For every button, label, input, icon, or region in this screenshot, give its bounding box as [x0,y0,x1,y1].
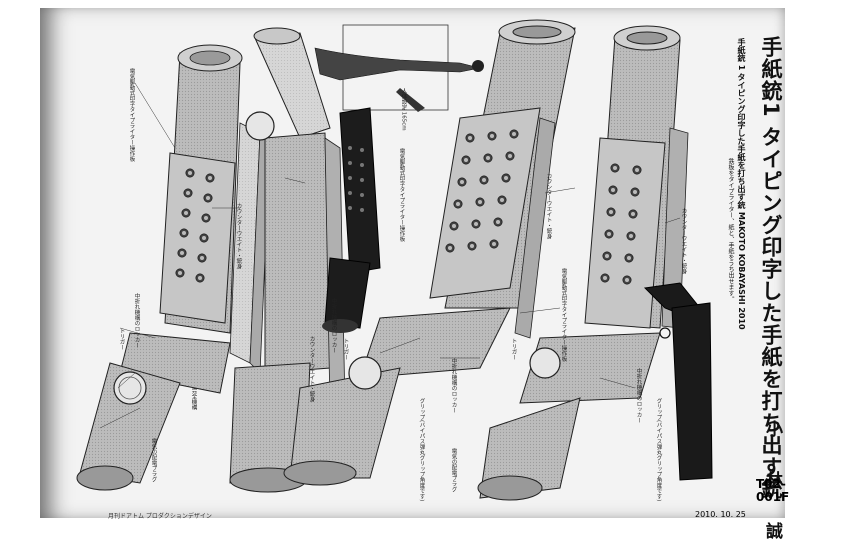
callout-label: 電気駆動式印字タイプライター操作板 [398,148,405,242]
page-title: 手紙銃1 タイピング印字した手紙を打ち出す銃 [759,36,783,500]
footer-credit: 月刊ドアトム プロダクションデザイン [108,513,212,520]
callout-label: 中折れ機構のロッカー [635,368,642,423]
callout-label: カウンターウエイト・銃身 [308,336,315,402]
gun-illustrations [76,19,713,501]
callout-label: 電気駆動式印字タイプライター操作板 [128,68,135,162]
callout-label: 完全機構 [190,388,197,410]
page-subtitle: 手紙銃 1 タイピング印字した手紙を打ち出す銃 MAKOTO KOBAYASHI… [737,38,746,330]
callout-label: トリガー [510,338,517,360]
catalog-code: T02-001F [756,477,790,504]
callout-label: カウンターウエイト・銃身 [545,173,552,239]
date: 2010. 10. 25 [695,510,746,519]
callout-label: グリップ(バイパス弾丸グリップ角度です) [418,398,425,502]
manga-page: 電気駆動式印字タイプライター操作板 カウンターウエイト・銃身 中折れ機構のロッカ… [40,8,789,553]
callout-label: 電気の配電プラグ [150,438,157,482]
callout-label: 中折れ機構のロッカー [133,293,140,348]
author-name: 小 林 誠 [762,420,782,553]
callout-label: カウンターウエイト・銃身 [235,203,242,269]
callout-label: 中折れ機構のロッカー [330,298,337,353]
description: 鉄板をタイプライター、紙と、手紙をうち出せます。 [727,158,734,302]
callout-label: 電気の配電プラグ [450,448,457,492]
callout-label: 中折れ機構のロッカー [450,358,457,413]
callout-label: 電気駆動式印字タイプライター操作板 [560,268,567,362]
callout-label: グリップ(バイパス弾丸グリップ角度です) [655,398,662,502]
callout-label: トリガー [342,338,349,360]
callout-label: カウンターウエイト・銃身 [680,208,687,274]
callout-label: トリガー [118,328,125,350]
callout-label: 人体設定 165cm [400,88,407,131]
